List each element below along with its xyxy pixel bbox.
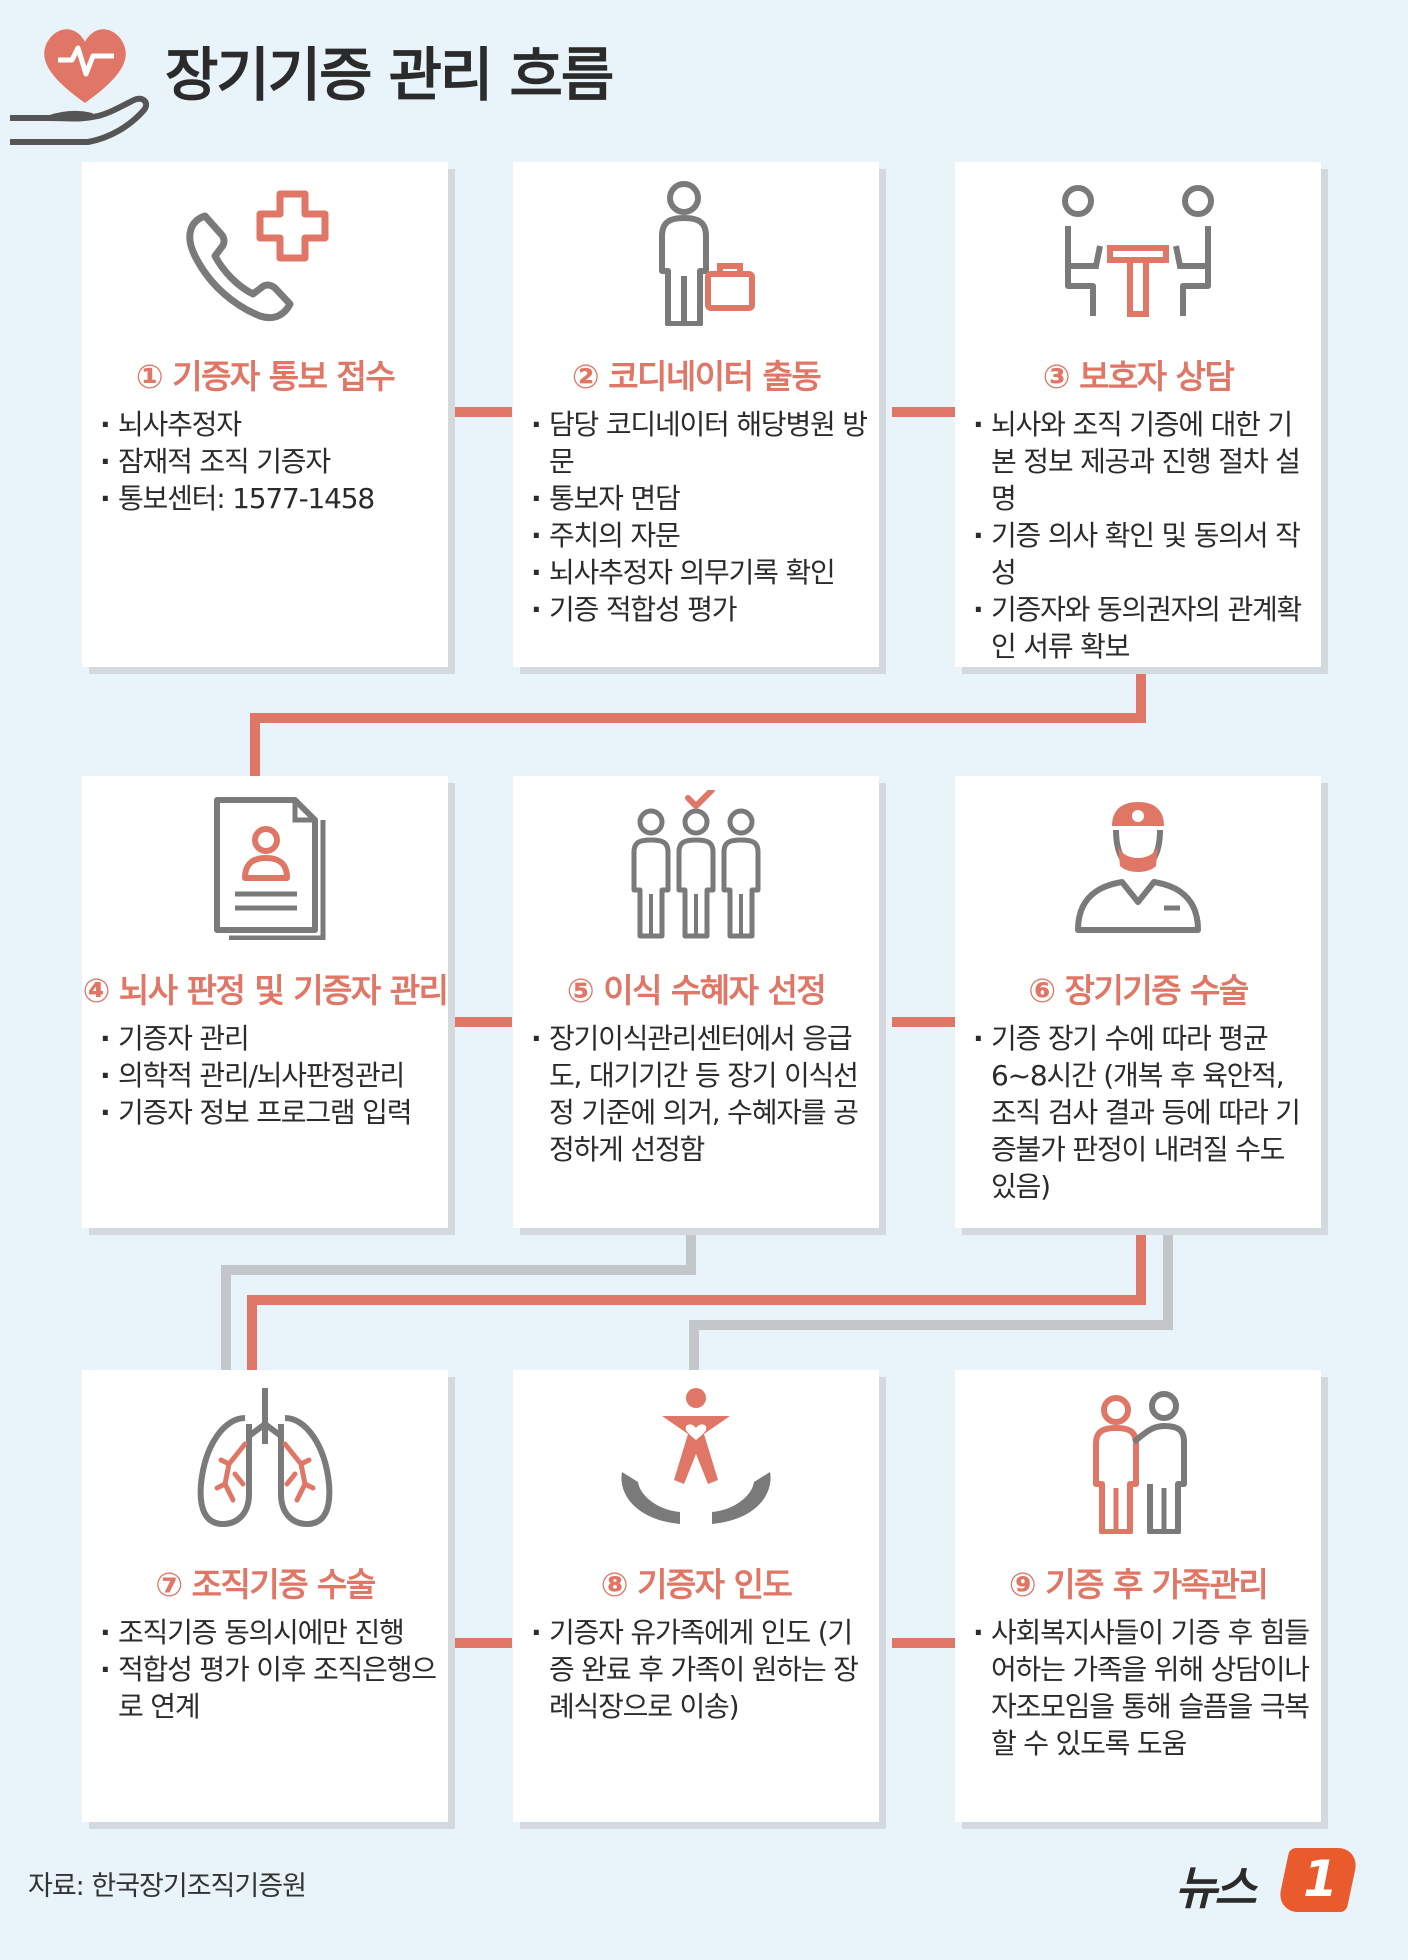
red-connectors: [247, 407, 1146, 1648]
step-card-6: ⑥ 장기기증 수술 기증 장기 수에 따라 평균 6~8시간 (개복 후 육안적…: [955, 776, 1321, 1228]
lungs-icon: [197, 1388, 333, 1527]
step-title: ④ 뇌사 판정 및 기증자 관리: [82, 971, 449, 1010]
list-item: 뇌사와 조직 기증에 대한 기본 정보 제공과 진행 절차 설명: [973, 406, 1313, 517]
logo-badge-number: 1: [1303, 1850, 1338, 1908]
step-detail-list: 담당 코디네이터 해당병원 방문 통보자 면담 주치의 자문 뇌사추정자 의무기…: [531, 406, 871, 628]
step-detail-list: 기증자 유가족에게 인도 (기증 완료 후 가족이 원하는 장례식장으로 이송): [531, 1614, 871, 1725]
step-card-9: ⑨ 기증 후 가족관리 사회복지사들이 기증 후 힘들어하는 가족을 위해 상담…: [955, 1370, 1321, 1822]
step-detail-list: 사회복지사들이 기증 후 힘들어하는 가족을 위해 상담이나 자조모임을 통해 …: [973, 1614, 1313, 1762]
list-item: 통보센터: 1577-1458: [100, 480, 440, 517]
step-title: ⑥ 장기기증 수술: [1028, 971, 1249, 1010]
list-item: 통보자 면담: [531, 480, 871, 517]
list-item: 기증자와 동의권자의 관계확인 서류 확보: [973, 591, 1313, 665]
gray-connectors: [221, 1235, 1173, 1370]
person-briefcase-icon: [659, 181, 755, 326]
list-item: 뇌사추정자 의무기록 확인: [531, 554, 871, 591]
step-detail-list: 장기이식관리센터에서 응급도, 대기기간 등 장기 이식선정 기준에 의거, 수…: [531, 1020, 871, 1168]
step-card-7: ⑦ 조직기증 수술 조직기증 동의시에만 진행 적합성 평가 이후 조직은행으로…: [82, 1370, 448, 1822]
list-item: 의학적 관리/뇌사판정관리: [100, 1057, 440, 1094]
list-item: 기증자 정보 프로그램 입력: [100, 1094, 440, 1131]
step-card-1: ① 기증자 통보 접수 뇌사추정자 잠재적 조직 기증자 통보센터: 1577-…: [82, 162, 448, 667]
surgeon-icon: [1075, 802, 1201, 933]
step-card-5: ⑤ 이식 수혜자 선정 장기이식관리센터에서 응급도, 대기기간 등 장기 이식…: [513, 776, 879, 1228]
step-title: ① 기증자 통보 접수: [135, 357, 396, 396]
document-profile-icon: [214, 797, 326, 940]
step-card-2: ② 코디네이터 출동 담당 코디네이터 해당병원 방문 통보자 면담 주치의 자…: [513, 162, 879, 667]
step-title: ⑨ 기증 후 가족관리: [1008, 1565, 1269, 1604]
list-item: 뇌사추정자: [100, 406, 440, 443]
step-card-4: ④ 뇌사 판정 및 기증자 관리 기증자 관리 의학적 관리/뇌사판정관리 기증…: [82, 776, 449, 1228]
step-detail-list: 기증자 관리 의학적 관리/뇌사판정관리 기증자 정보 프로그램 입력: [100, 1020, 440, 1131]
list-item: 장기이식관리센터에서 응급도, 대기기간 등 장기 이식선정 기준에 의거, 수…: [531, 1020, 871, 1168]
list-item: 기증자 유가족에게 인도 (기증 완료 후 가족이 원하는 장례식장으로 이송): [531, 1614, 871, 1725]
heart-hand-icon: [10, 29, 150, 145]
step-title: ③ 보호자 상담: [1042, 357, 1235, 396]
step-detail-list: 뇌사와 조직 기증에 대한 기본 정보 제공과 진행 절차 설명 기증 의사 확…: [973, 406, 1313, 665]
step-card-8: ⑧ 기증자 인도 기증자 유가족에게 인도 (기증 완료 후 가족이 원하는 장…: [513, 1370, 879, 1822]
step-title: ② 코디네이터 출동: [571, 357, 822, 396]
list-item: 담당 코디네이터 해당병원 방문: [531, 406, 871, 480]
list-item: 기증자 관리: [100, 1020, 440, 1057]
hands-heart-person-icon: [621, 1388, 771, 1524]
list-item: 기증 의사 확인 및 동의서 작성: [973, 517, 1313, 591]
page-title: 장기기증 관리 흐름: [165, 41, 614, 109]
list-item: 주치의 자문: [531, 517, 871, 554]
list-item: 기증 적합성 평가: [531, 591, 871, 628]
group-selection-icon: [631, 790, 761, 939]
step-title: ⑧ 기증자 인도: [600, 1565, 793, 1604]
phone-medical-cross-icon: [186, 190, 329, 322]
logo-text: 뉴스: [1175, 1861, 1257, 1915]
source-credit: 자료: 한국장기조직기증원: [28, 1871, 307, 1902]
list-item: 사회복지사들이 기증 후 힘들어하는 가족을 위해 상담이나 자조모임을 통해 …: [973, 1614, 1313, 1762]
list-item: 적합성 평가 이후 조직은행으로 연계: [100, 1651, 440, 1725]
step-title: ⑦ 조직기증 수술: [155, 1565, 376, 1604]
step-detail-list: 기증 장기 수에 따라 평균 6~8시간 (개복 후 육안적, 조직 검사 결과…: [973, 1020, 1313, 1205]
step-detail-list: 뇌사추정자 잠재적 조직 기증자 통보센터: 1577-1458: [100, 406, 440, 517]
list-item: 조직기증 동의시에만 진행: [100, 1614, 440, 1651]
step-title: ⑤ 이식 수혜자 선정: [566, 971, 827, 1010]
news1-logo: 뉴스 1: [1175, 1848, 1375, 1918]
step-card-3: ③ 보호자 상담 뇌사와 조직 기증에 대한 기본 정보 제공과 진행 절차 설…: [955, 162, 1321, 667]
list-item: 잠재적 조직 기증자: [100, 443, 440, 480]
list-item: 기증 장기 수에 따라 평균 6~8시간 (개복 후 육안적, 조직 검사 결과…: [973, 1020, 1313, 1205]
family-support-icon: [1093, 1391, 1187, 1534]
consultation-table-icon: [1062, 185, 1214, 317]
step-detail-list: 조직기증 동의시에만 진행 적합성 평가 이후 조직은행으로 연계: [100, 1614, 440, 1725]
